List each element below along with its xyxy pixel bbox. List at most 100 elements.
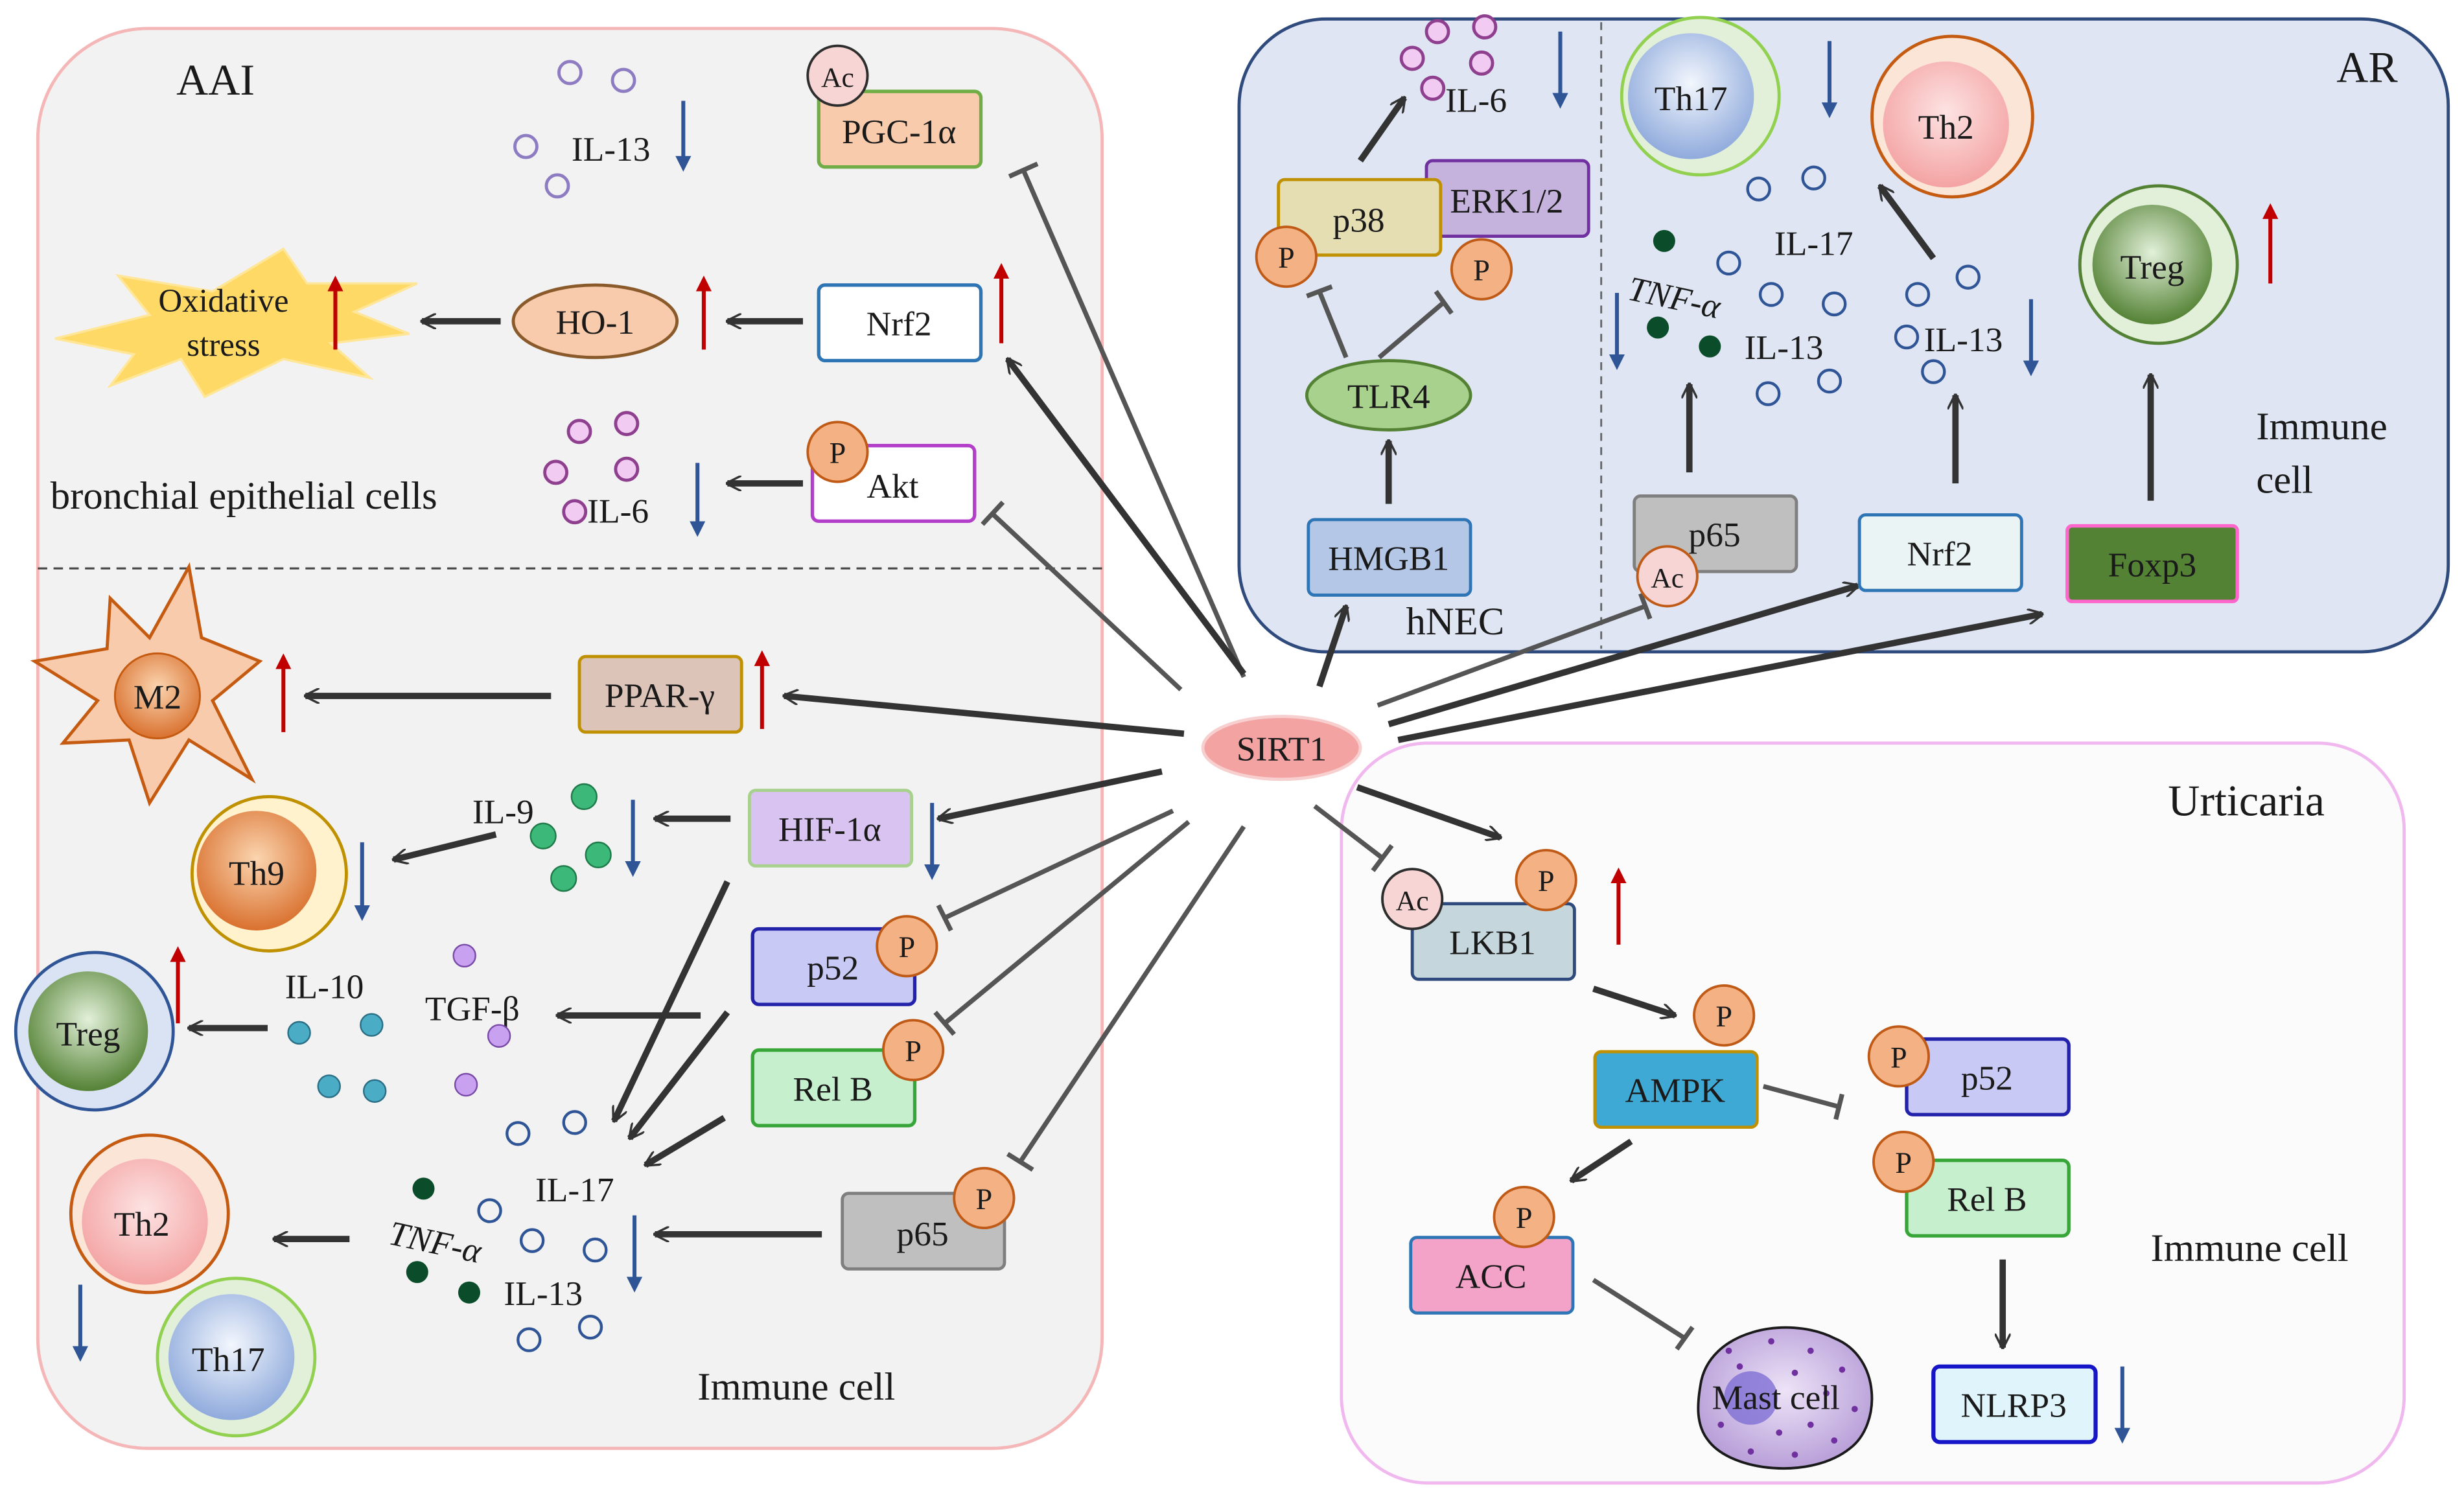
aai-il17-cytokines	[477, 1110, 608, 1352]
urt-mast-cell	[1697, 1326, 1874, 1470]
ar-erk-phospho-label: P	[1473, 254, 1490, 287]
aai-il13-top-label: IL-13	[572, 130, 651, 168]
urt-ampk-p52-inhibit	[1762, 1083, 1840, 1109]
urt-acc-box	[1409, 1236, 1575, 1315]
urt-acc-phospho-label: P	[1516, 1201, 1533, 1234]
ar-il13-to-th2-arrow	[1877, 186, 1936, 260]
aai-p52-to-il17-arrow	[627, 1010, 730, 1138]
urt-lkb1-to-ampk-arrow	[1592, 986, 1675, 1015]
urt-lkb1-phospho-label: P	[1538, 864, 1555, 897]
aai-il9-label: IL-9	[472, 792, 534, 831]
ar-p38-phospho-badge	[1255, 225, 1318, 288]
aai-il13-cytokines	[513, 60, 636, 199]
sirt1-connections	[784, 161, 2042, 1172]
aai-m2-nucleus	[113, 652, 201, 740]
urt-lkb1-label: LKB1	[1449, 923, 1536, 962]
aai-il9-to-th9-arrow	[393, 831, 497, 860]
aai-ho1-node	[511, 283, 679, 360]
urt-p52-phospho-label: P	[1890, 1041, 1907, 1074]
ar-p38-phospho-label: P	[1278, 241, 1295, 274]
aai-ho1-label: HO-1	[555, 303, 634, 341]
aai-th2-cell	[69, 1133, 230, 1295]
ar-il6-cytokines	[1399, 14, 1498, 101]
aai-relb-label: Rel B	[793, 1069, 873, 1108]
aai-tnf-cytokines	[406, 1177, 480, 1304]
aai-relb-to-il17-arrow	[645, 1115, 726, 1168]
aai-p52-phospho-badge	[876, 915, 938, 978]
panel-title-aai: AAI	[176, 55, 255, 104]
urt-lkb1-acetyl-label: Ac	[1396, 885, 1429, 916]
aai-p52-phospho-label: P	[898, 930, 915, 964]
ar-th2-label: Th2	[1918, 108, 1974, 146]
aai-il9-cytokines	[529, 783, 612, 892]
panel-title-urticaria: Urticaria	[2168, 776, 2325, 826]
aai-m2-label: M2	[134, 677, 181, 716]
aai-p65-label: p65	[897, 1214, 949, 1253]
aai-th9-cell	[190, 795, 348, 953]
ar-il13b-label: IL-13	[1924, 320, 2003, 359]
ar-tlr4-erk-inhibit	[1377, 300, 1446, 360]
urt-nlrp3-box	[1931, 1364, 2098, 1444]
ar-treg-label: Treg	[2120, 248, 2184, 286]
urt-lkb1-phospho-badge	[1515, 849, 1577, 912]
urt-ampk-phospho-label: P	[1715, 1000, 1732, 1033]
panel-urticaria	[1340, 741, 2406, 1485]
aai-hif-box	[747, 789, 914, 868]
urt-lkb1-box	[1410, 902, 1576, 981]
urt-mast-label: Mast cell	[1712, 1378, 1840, 1416]
sirt1-node	[1201, 715, 1362, 781]
ar-foxp3-box	[2065, 524, 2239, 603]
ar-immune-label-2: cell	[2256, 459, 2313, 502]
ar-hnec-label: hNEC	[1406, 600, 1504, 643]
aai-th9-label: Th9	[229, 853, 285, 892]
ar-hmgb1-box	[1307, 518, 1472, 597]
urt-acc-mast-inhibit	[1592, 1278, 1686, 1341]
aai-region-bottom-label: Immune cell	[697, 1365, 895, 1409]
aai-oxidative-label-2: stress	[187, 327, 260, 364]
ar-erk-label: ERK1/2	[1450, 181, 1563, 220]
urt-acc-label: ACC	[1456, 1256, 1527, 1295]
ar-p38-to-il6-arrow	[1358, 98, 1407, 163]
aai-th17-label: Th17	[192, 1340, 265, 1379]
urt-relb-box	[1905, 1158, 2071, 1238]
ar-p65-acetyl-label: Ac	[1651, 562, 1684, 594]
ar-il6-label: IL-6	[1445, 81, 1507, 120]
urt-relb-phospho-badge	[1872, 1130, 1935, 1194]
ar-foxp3-label: Foxp3	[2108, 545, 2197, 584]
aai-hif-to-il17-arrow	[611, 880, 730, 1121]
urt-ampk-label: AMPK	[1625, 1071, 1726, 1110]
ar-tlr4-p38-inhibit	[1317, 290, 1349, 359]
urt-p52-label: p52	[1961, 1058, 2013, 1097]
aai-akt-label: Akt	[866, 467, 918, 505]
aai-nrf2-box	[817, 283, 983, 363]
aai-th17-cell	[156, 1277, 317, 1438]
aai-relb-phospho-badge	[881, 1019, 945, 1081]
panel-title-ar: AR	[2336, 43, 2398, 92]
urt-ampk-phospho-badge	[1693, 984, 1756, 1047]
urt-nlrp3-label: NLRP3	[1961, 1386, 2067, 1425]
aai-tgfb-cytokines	[452, 943, 511, 1097]
aai-ppar-label: PPAR-γ	[605, 676, 715, 715]
aai-il10-cytokines	[287, 1013, 387, 1103]
aai-nrf2-label: Nrf2	[866, 305, 932, 343]
ar-p38-box	[1277, 178, 1443, 257]
aai-ppar-box	[577, 654, 743, 734]
ar-erk-phospho-badge	[1450, 238, 1513, 301]
ar-p65-acetyl-badge	[1636, 545, 1699, 608]
aai-region-top-label: bronchial epithelial cells	[51, 474, 437, 518]
aai-p65-phospho-label: P	[976, 1183, 993, 1216]
urt-relb-label: Rel B	[1947, 1179, 2027, 1218]
aai-il6-label: IL-6	[587, 492, 649, 531]
ar-p38-label: p38	[1332, 200, 1384, 239]
ar-p65-label: p65	[1689, 515, 1741, 554]
urt-immune-label: Immune cell	[2151, 1227, 2349, 1270]
aai-p65-phospho-badge	[953, 1166, 1016, 1230]
aai-relb-phospho-label: P	[905, 1035, 922, 1068]
aai-il13-bottom-label: IL-13	[504, 1274, 583, 1313]
urt-ampk-box	[1593, 1050, 1759, 1129]
aai-p52-label: p52	[807, 948, 859, 987]
aai-akt-phospho-label: P	[830, 436, 846, 469]
ar-th17-cell	[1620, 16, 1781, 177]
